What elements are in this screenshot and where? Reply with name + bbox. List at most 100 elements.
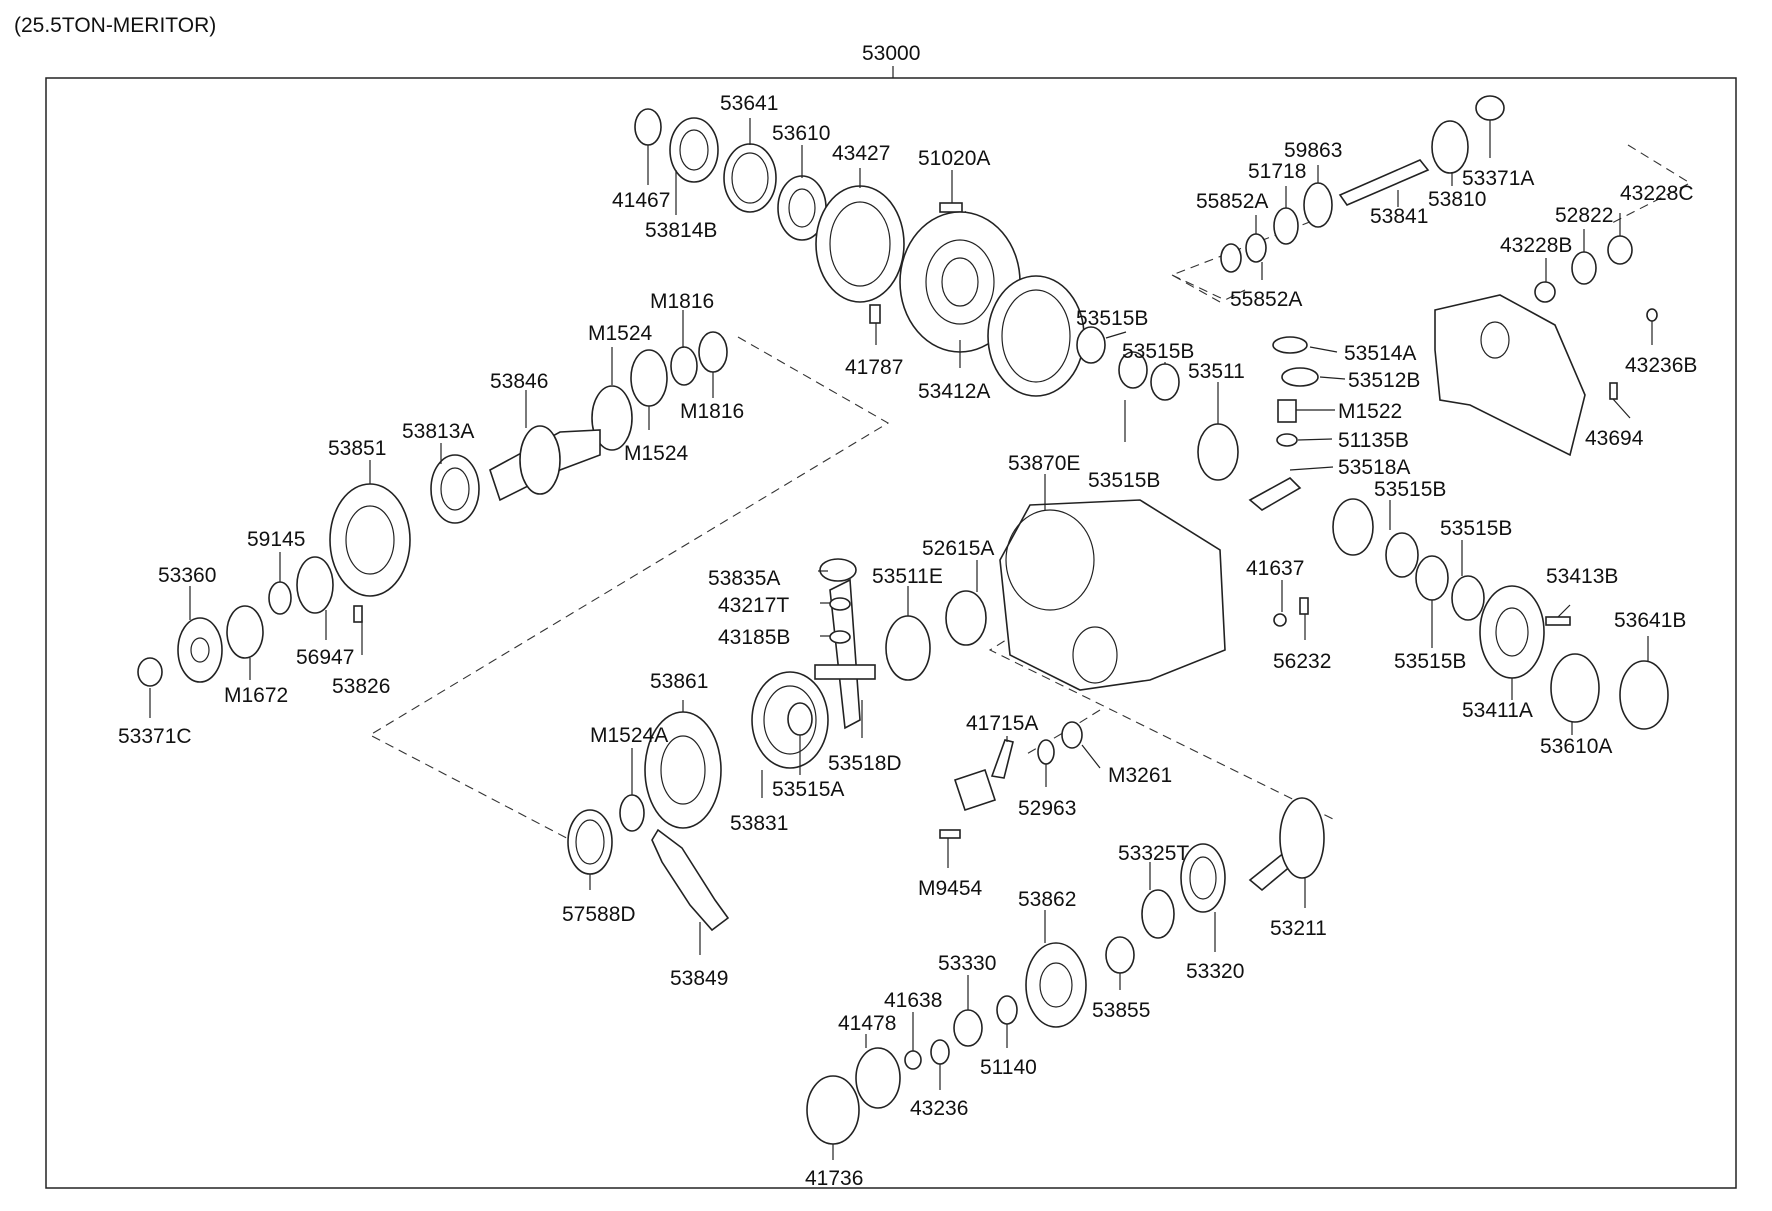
label-53515B-a: 53515B [1076, 307, 1148, 330]
label-53371C: 53371C [118, 725, 192, 748]
part-m1816-ring [670, 346, 698, 386]
label-41467: 41467 [612, 189, 670, 212]
part-53371c-nut [137, 657, 163, 687]
part-53813a-bearing [430, 454, 480, 524]
part-labels: 41467 53641 53610 43427 51020A 53814B 41… [118, 92, 1697, 1190]
label-53849: 53849 [670, 967, 728, 990]
part-59863-ring [1303, 182, 1333, 228]
part-43236-ring [930, 1039, 950, 1065]
part-m9454-plate [953, 768, 997, 812]
part-41637-plug [1273, 613, 1287, 627]
part-53870e-housing [999, 499, 1226, 691]
part-41478-gasket [855, 1047, 901, 1109]
part-59145-ring [268, 581, 292, 615]
part-41736-cover [806, 1075, 860, 1145]
model-title: (25.5TON-MERITOR) [14, 14, 216, 37]
label-43236B: 43236B [1625, 354, 1697, 377]
part-53515b-washer-b [1118, 351, 1148, 389]
label-53511: 53511 [1188, 360, 1245, 383]
label-43427: 43427 [832, 142, 890, 165]
label-43217T: 43217T [718, 594, 789, 617]
part-41715a-pin [990, 739, 1014, 779]
guide-lines [368, 144, 1692, 846]
label-53515B-e: 53515B [1440, 517, 1512, 540]
part-55852a-ring-a [1245, 233, 1267, 263]
part-55852a-ring-b [1220, 243, 1242, 273]
part-53413b-bolt [1545, 616, 1571, 626]
part-m1524a-ring [619, 794, 645, 832]
part-53518d-spider [829, 578, 861, 730]
label-43694: 43694 [1585, 427, 1644, 450]
part-43228b-ring [1534, 281, 1556, 303]
part-53515a-washer [787, 702, 813, 736]
label-53211: 53211 [1270, 917, 1327, 940]
label-53320: 53320 [1186, 960, 1244, 983]
label-53851: 53851 [328, 437, 386, 460]
part-53814b-ring [669, 117, 719, 183]
label-53512B: 53512B [1348, 369, 1420, 392]
part-43185b-washer [829, 630, 851, 644]
label-M1816-b: M1816 [680, 400, 744, 423]
part-56232-bolt [1299, 597, 1309, 615]
part-56947-seal [296, 556, 334, 614]
label-53870E: 53870E [1008, 452, 1080, 475]
label-41736: 41736 [805, 1167, 863, 1190]
label-53515B-f: 53515B [1394, 650, 1466, 673]
part-m3261-seal [1061, 721, 1083, 749]
label-53518D: 53518D [828, 752, 902, 775]
part-53515b-washer-a [1076, 326, 1106, 364]
part-43694-bolt [1609, 382, 1618, 400]
assembly-number: 53000 [862, 42, 920, 65]
label-52822: 52822 [1555, 204, 1613, 227]
label-53846: 53846 [490, 370, 548, 393]
label-43228B: 43228B [1500, 234, 1572, 257]
label-M1524-b: M1524 [624, 442, 689, 465]
label-53515A: 53515A [772, 778, 844, 801]
part-side-gear [1332, 498, 1374, 556]
part-53641b-cup [1619, 660, 1669, 730]
part-m9454-bolt [939, 829, 961, 839]
label-43236: 43236 [910, 1097, 968, 1120]
part-bracket [1434, 294, 1586, 457]
label-M3261: M3261 [1108, 764, 1172, 787]
part-53515b-washer-c [1150, 363, 1180, 401]
label-53325T: 53325T [1118, 842, 1189, 865]
label-53514A: 53514A [1344, 342, 1416, 365]
part-53320-bearing [1180, 843, 1226, 913]
part-53411a-housing [1479, 585, 1545, 679]
part-m1672-seal [226, 605, 264, 659]
label-59863: 59863 [1284, 139, 1342, 162]
label-43228C: 43228C [1620, 182, 1694, 205]
label-M1524A: M1524A [590, 724, 668, 747]
part-43236b-nut [1646, 308, 1658, 322]
part-53325t-ring [1141, 889, 1175, 939]
part-53826-bolt [353, 605, 363, 623]
label-53515B-b: 53515B [1122, 340, 1194, 363]
label-51140: 51140 [980, 1056, 1037, 1079]
part-53518a-spider [1248, 477, 1302, 511]
part-53360-flange [177, 617, 223, 683]
part-51140-ring [996, 995, 1018, 1025]
part-43217t-washer [829, 597, 851, 611]
assembly-frame [45, 77, 1737, 1189]
part-53810-flange [1431, 120, 1469, 174]
part-53371a-nut [1475, 95, 1505, 121]
label-52615A: 52615A [922, 537, 994, 560]
label-55852A-b: 55852A [1230, 288, 1302, 311]
part-53511e-gear [885, 615, 931, 681]
label-53511E: 53511E [872, 565, 943, 588]
label-51135B: 51135B [1338, 429, 1409, 452]
part-53518d-spider-arm [814, 664, 876, 680]
part-53855-sleeve [1105, 936, 1135, 974]
label-41715A: 41715A [966, 712, 1038, 735]
label-M1522: M1522 [1338, 400, 1402, 423]
part-53862-gear [1025, 942, 1087, 1028]
label-59145: 59145 [247, 528, 305, 551]
label-M1672: M1672 [224, 684, 288, 707]
label-53810: 53810 [1428, 188, 1486, 211]
part-52615a-bearing [945, 590, 987, 646]
label-53330: 53330 [938, 952, 996, 975]
label-53826: 53826 [332, 675, 390, 698]
part-41787-pin [869, 304, 881, 324]
